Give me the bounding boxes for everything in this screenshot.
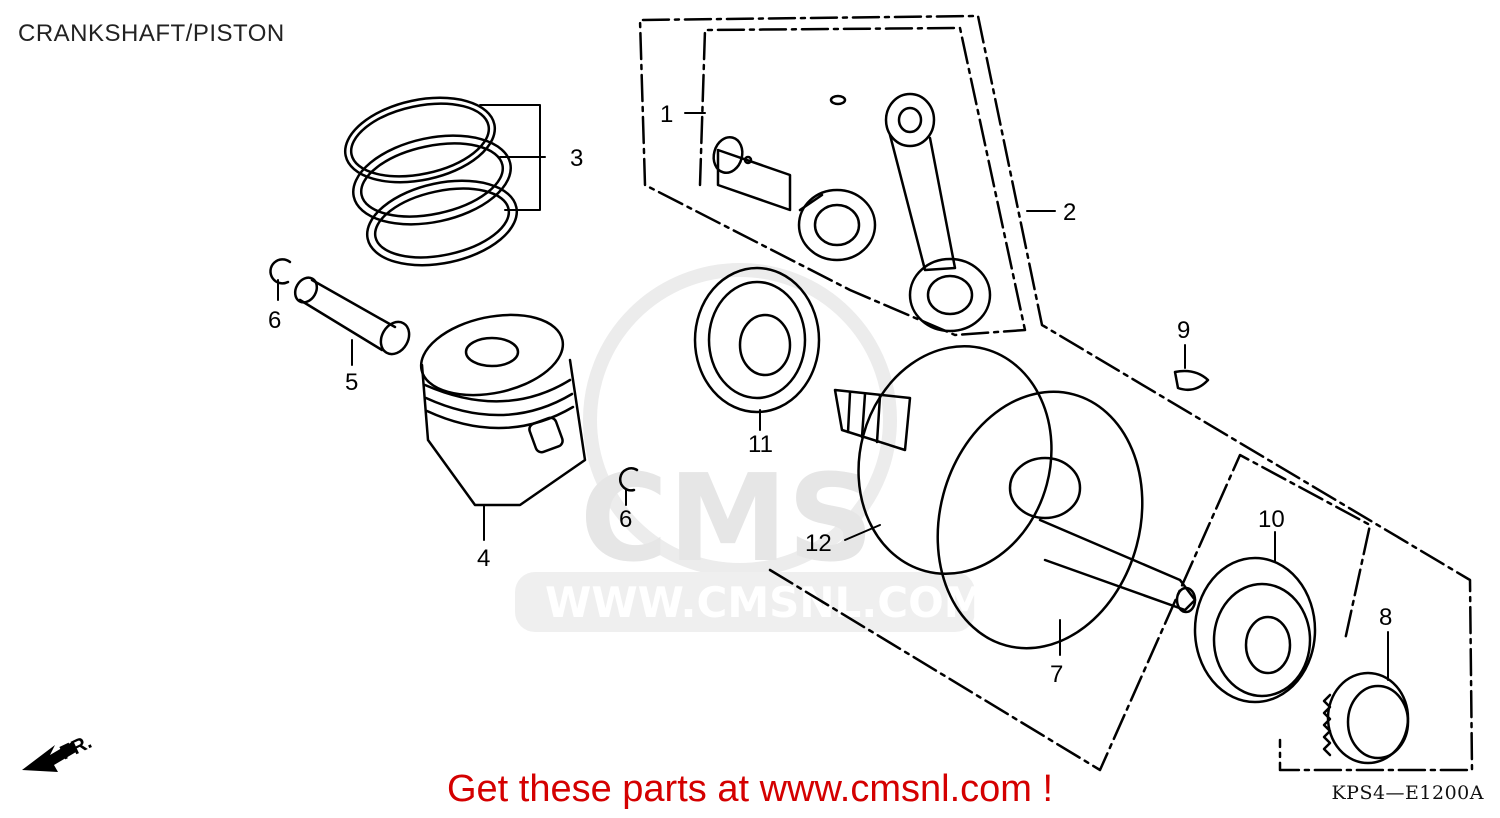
callout-12: 12 — [805, 530, 832, 557]
timing-sprocket — [1322, 671, 1410, 765]
watermark-url: WWW.CMSNL.COM — [545, 578, 986, 627]
callout-9: 9 — [1177, 317, 1190, 344]
main-bearing-right — [1193, 556, 1317, 704]
crankshaft-assembly-outline — [768, 453, 1372, 772]
conrod-assembly-outline — [638, 14, 1474, 772]
watermark-brand: CMS — [580, 450, 874, 589]
callout-11: 11 — [748, 431, 773, 458]
callout-5: 5 — [345, 369, 358, 396]
crank-pin — [712, 94, 847, 212]
page-title: CRANKSHAFT/PISTON — [18, 20, 285, 47]
callout-3: 3 — [570, 145, 583, 172]
callout-10: 10 — [1258, 506, 1285, 533]
piston-rings — [343, 96, 519, 267]
watermark: CMS WWW.CMSNL.COM — [515, 263, 986, 632]
callout-7: 7 — [1050, 661, 1063, 688]
piston-pin-clip-icon — [619, 467, 639, 492]
crankshaft — [833, 344, 1197, 650]
callout-2: 2 — [1063, 199, 1076, 226]
front-arrow-icon — [22, 742, 76, 772]
callout-6-right: 6 — [619, 506, 632, 533]
main-bearing-left — [693, 266, 821, 414]
piston — [419, 313, 587, 507]
piston-pin-clip-icon — [269, 258, 292, 285]
callout-1: 1 — [660, 101, 673, 128]
diagram-code: KPS4—E1200A — [1331, 782, 1484, 804]
piston-pin — [293, 276, 411, 356]
leader-lines — [277, 104, 1389, 681]
needle-bearing — [797, 188, 877, 262]
connecting-rod — [884, 92, 992, 333]
callout-6-left: 6 — [268, 307, 281, 334]
callout-4: 4 — [477, 545, 490, 572]
promo-banner: Get these parts at www.cmsnl.com ! — [446, 768, 1054, 810]
woodruff-key — [1173, 369, 1210, 391]
callout-labels: 1 2 3 4 5 6 6 7 8 9 10 11 12 FR. — [57, 101, 1393, 765]
conrod-inner-outline — [643, 26, 1027, 337]
callout-8: 8 — [1379, 604, 1392, 631]
